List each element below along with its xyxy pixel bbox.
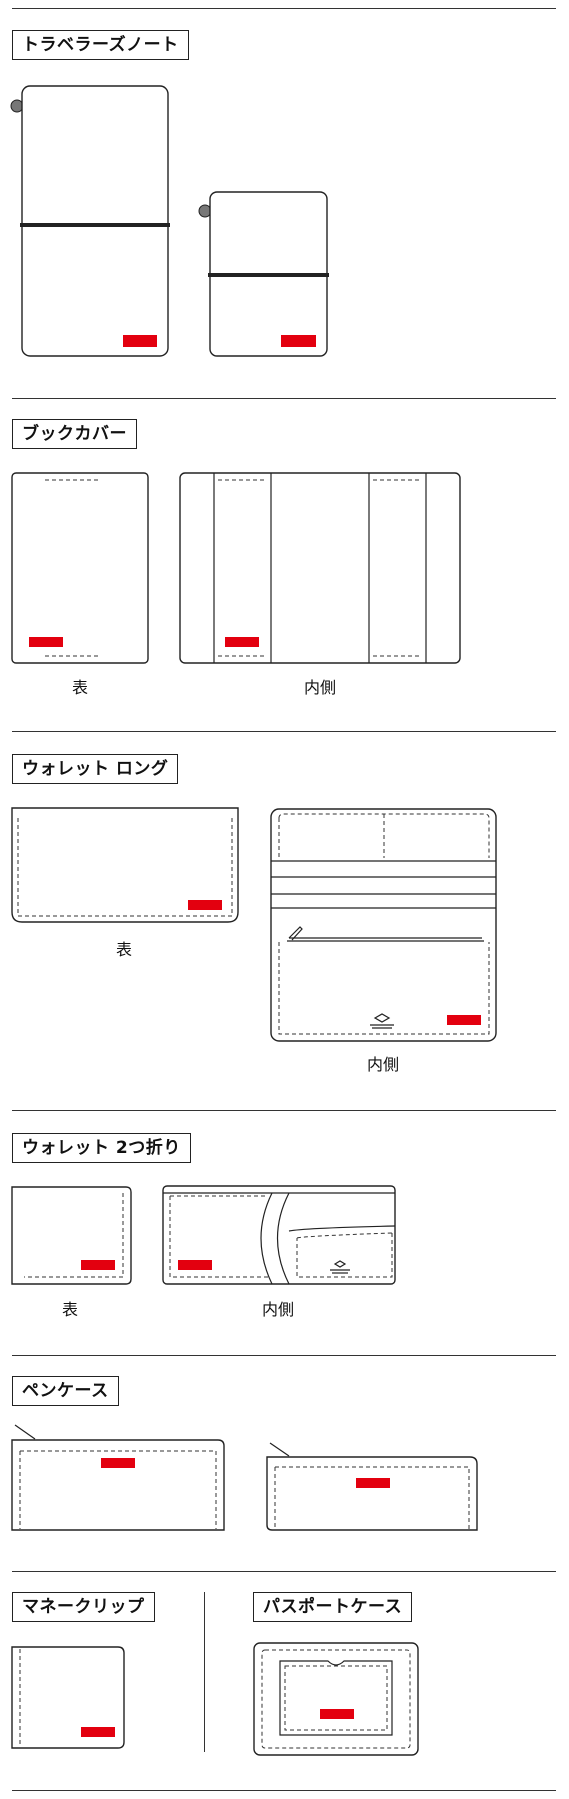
book-cover-front xyxy=(11,472,149,664)
section-title-pen-case: ペンケース xyxy=(12,1376,119,1406)
caption-front: 表 xyxy=(61,1300,78,1319)
money-clip-red-tag xyxy=(81,1727,115,1737)
book-cover-inside-red-tag xyxy=(225,637,259,647)
pen-case-large-zipper-pull xyxy=(14,1424,36,1440)
passport-case-window xyxy=(279,1660,393,1736)
divider xyxy=(12,731,556,732)
section-title-travelers-notebook: トラベラーズノート xyxy=(12,30,189,60)
wallet-long-illustration xyxy=(11,807,497,1042)
book-cover-inside xyxy=(179,472,461,664)
wallet-bifold-inside xyxy=(162,1185,396,1285)
wallet-long-inside xyxy=(270,808,497,1042)
section-title-book-cover: ブックカバー xyxy=(12,419,137,449)
divider xyxy=(12,1355,556,1356)
pen-case-large xyxy=(11,1439,225,1531)
pen-case-small-zipper-pull xyxy=(269,1442,290,1457)
notebook-passport-red-tag xyxy=(281,335,316,347)
caption-inside: 内側 xyxy=(366,1055,399,1074)
section-title-wallet-bifold: ウォレット 2つ折り xyxy=(12,1133,191,1163)
wallet-long-inside-red-tag xyxy=(447,1015,481,1025)
divider xyxy=(12,1790,556,1791)
notebook-regular xyxy=(21,85,169,357)
caption-front: 表 xyxy=(115,940,132,959)
pen-case-small-red-tag xyxy=(356,1478,390,1488)
wallet-bifold-illustration xyxy=(11,1185,396,1285)
wallet-bifold-inside-red-tag xyxy=(178,1260,212,1270)
section-title-money-clip: マネークリップ xyxy=(12,1592,155,1622)
pen-case-large-red-tag xyxy=(101,1458,135,1468)
passport-case xyxy=(253,1642,419,1756)
caption-inside: 内側 xyxy=(303,678,336,697)
book-cover-front-red-tag xyxy=(29,637,63,647)
section-title-passport-case: パスポートケース xyxy=(253,1592,413,1622)
travelers-factory-logo xyxy=(330,1260,350,1274)
pen-case-small xyxy=(266,1456,478,1531)
wallet-long-front xyxy=(11,807,239,923)
pen-case-illustration xyxy=(11,1424,478,1531)
divider xyxy=(12,1571,556,1572)
caption-inside: 内側 xyxy=(261,1300,294,1319)
caption-front: 表 xyxy=(71,678,88,697)
money-clip xyxy=(11,1646,125,1749)
notebook-regular-red-tag xyxy=(123,335,157,347)
wallet-long-front-red-tag xyxy=(188,900,222,910)
travelers-factory-logo xyxy=(370,1013,394,1029)
book-cover-illustration xyxy=(11,472,461,664)
wallet-bifold-front-red-tag xyxy=(81,1260,115,1270)
wallet-bifold-front xyxy=(11,1186,132,1285)
divider xyxy=(12,1110,556,1111)
column-divider xyxy=(204,1592,205,1752)
passport-case-red-tag xyxy=(320,1709,354,1719)
divider xyxy=(12,398,556,399)
divider xyxy=(12,8,556,9)
section-title-wallet-long: ウォレット ロング xyxy=(12,754,179,784)
travelers-notebook-illustration xyxy=(10,85,329,357)
